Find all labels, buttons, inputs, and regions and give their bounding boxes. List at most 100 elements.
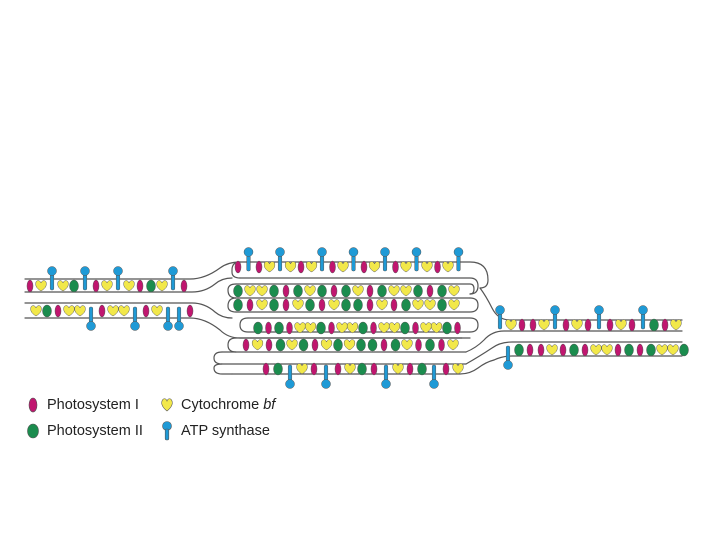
photosystem-i-glyph — [235, 261, 241, 273]
cytochrome-bf-glyph — [547, 345, 558, 355]
cytochrome-bf-glyph — [257, 300, 268, 310]
legend-label-photosystem-i: Photosystem I — [47, 397, 139, 413]
cytochrome-bf-glyph — [338, 262, 349, 272]
atp-synthase-glyph — [595, 306, 604, 330]
photosystem-i-glyph — [662, 319, 668, 331]
photosystem-i-glyph — [283, 299, 289, 311]
photosystem-i-glyph — [455, 322, 461, 334]
cytochrome-bf-glyph — [616, 320, 627, 330]
photosystem-ii-glyph — [234, 285, 243, 297]
cytochrome-bf-glyph — [401, 262, 412, 272]
photosystem-i-glyph — [530, 319, 536, 331]
photosystem-ii-glyph — [414, 285, 423, 297]
atp-synthase-glyph — [496, 306, 505, 330]
atp-synthase-glyph — [322, 365, 331, 389]
membrane-lines — [25, 262, 682, 374]
photosystem-i-glyph — [560, 344, 566, 356]
photosystem-ii-glyph — [318, 285, 327, 297]
photosystem-ii-glyph — [426, 339, 435, 351]
cytochrome-bf-glyph — [401, 286, 412, 296]
photosystem-ii-glyph — [334, 339, 343, 351]
cytochrome-bf-glyph — [449, 300, 460, 310]
photosystem-i-glyph — [266, 339, 272, 351]
atp-synthase-glyph — [131, 307, 140, 331]
photosystem-i-glyph — [263, 363, 269, 375]
cytochrome-bf-glyph — [152, 306, 163, 316]
photosystem-ii-glyph — [317, 322, 326, 334]
atp-synthase-glyph — [381, 248, 390, 272]
photosystem-ii-glyph — [270, 299, 279, 311]
photosystem-ii-glyph — [402, 299, 411, 311]
photosystem-ii-glyph — [391, 339, 400, 351]
photosystem-ii-glyph — [515, 344, 524, 356]
cytochrome-bf-glyph — [257, 286, 268, 296]
photosystem-ii-glyph — [276, 339, 285, 351]
photosystem-ii-glyph — [234, 299, 243, 311]
photosystem-i-glyph — [393, 261, 399, 273]
cytochrome-bf-glyph — [591, 345, 602, 355]
cytochrome-bf-glyph — [539, 320, 550, 330]
atp-synthase-glyph — [87, 307, 96, 331]
cytochrome-bf-glyph — [75, 306, 86, 316]
photosystem-i-glyph — [538, 344, 544, 356]
photosystem-ii-glyph — [357, 339, 366, 351]
photosystem-i-glyph — [298, 261, 304, 273]
photosystem-i-glyph — [381, 339, 387, 351]
cytochrome-bf-glyph — [443, 262, 454, 272]
photosystem-i-glyph — [563, 319, 569, 331]
cytochrome-bf-glyph — [402, 340, 413, 350]
photosystem-i-glyph — [187, 305, 193, 317]
atp-synthase-glyph — [412, 248, 421, 272]
cytochrome-bf-glyph — [64, 306, 75, 316]
photosystem-i-glyph — [287, 322, 293, 334]
photosystem-ii-glyph — [443, 322, 452, 334]
atp-synthase-glyph — [349, 248, 358, 272]
atp-synthase-glyph — [454, 248, 463, 272]
photosystem-i-glyph — [519, 319, 525, 331]
photosystem-i-glyph — [416, 339, 422, 351]
cytochrome-bf-glyph — [671, 320, 682, 330]
photosystem-i-glyph — [181, 280, 187, 292]
photosystem-ii-glyph — [625, 344, 634, 356]
photosystem-i-glyph — [367, 299, 373, 311]
photosystem-ii-glyph — [401, 322, 410, 334]
cytochrome-bf-glyph — [108, 306, 119, 316]
cytochrome-bf-glyph — [285, 262, 296, 272]
photosystem-i-glyph — [143, 305, 149, 317]
photosystem-i-glyph — [331, 285, 337, 297]
photosystem-i-glyph — [435, 261, 441, 273]
cytochrome-bf-glyph — [572, 320, 583, 330]
atp-synthase-glyph — [244, 248, 253, 272]
cytochrome-bf-glyph — [297, 364, 308, 374]
photosystem-ii-glyph — [306, 299, 315, 311]
atp-synthase-glyph — [318, 248, 327, 272]
atp-synthase-glyph — [286, 365, 295, 389]
cytochrome-bf-glyph — [321, 340, 332, 350]
photosystem-i-glyph — [243, 339, 249, 351]
atp-synthase-glyph — [639, 306, 648, 330]
photosystem-i-glyph — [527, 344, 533, 356]
atp-synthase-glyph — [276, 248, 285, 272]
cytochrome-bf-glyph — [36, 281, 47, 291]
cytochrome-bf-glyph — [422, 262, 433, 272]
photosystem-i-glyph — [367, 285, 373, 297]
cytochrome-bf-glyph — [389, 286, 400, 296]
atp-synthase-glyph — [114, 267, 123, 291]
photosystem-ii-glyph — [147, 280, 156, 292]
cytochrome-bf-glyph — [287, 340, 298, 350]
cytochrome-bf-glyph — [102, 281, 113, 291]
photosystem-ii-glyph — [70, 280, 79, 292]
photosystem-ii-glyph — [342, 299, 351, 311]
photosystem-ii-glyph — [368, 339, 377, 351]
photosystem-i-glyph — [312, 339, 318, 351]
photosystem-i-glyph — [266, 322, 272, 334]
photosystem-i-glyph — [55, 305, 61, 317]
cytochrome-bf-glyph — [448, 340, 459, 350]
cytochrome-bf-glyph — [602, 345, 613, 355]
cytochrome-bf-glyph — [393, 364, 404, 374]
cytochrome-bf-glyph — [449, 286, 460, 296]
atp-synthase-glyph — [504, 346, 513, 370]
cytochrome-bf-glyph — [252, 340, 263, 350]
cytochrome-bf-glyph — [119, 306, 130, 316]
legend-photosystem-i: Photosystem I — [26, 394, 139, 416]
